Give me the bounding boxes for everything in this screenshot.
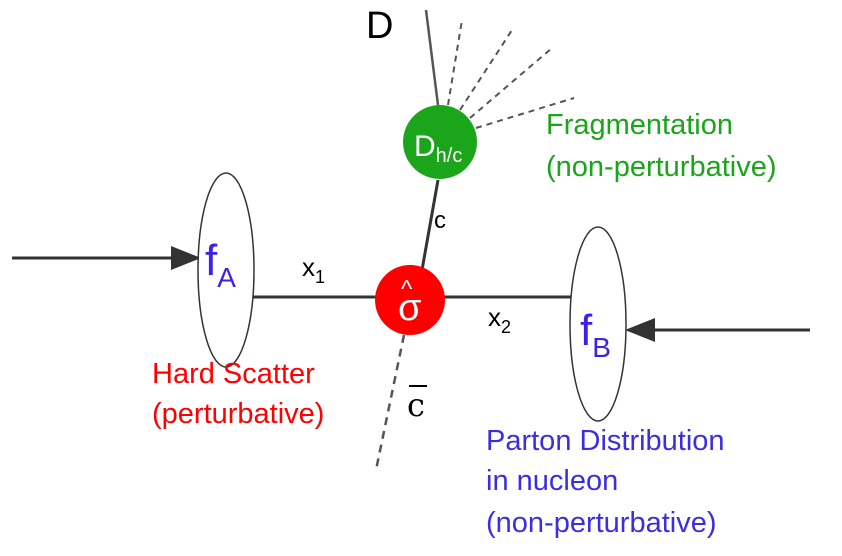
parton-caption-line3: (non-perturbative): [486, 507, 717, 539]
svg-text:c: c: [407, 386, 425, 424]
fragmentation-caption-line2: (non-perturbative): [546, 151, 777, 183]
fa-label: fA: [205, 236, 236, 293]
svg-text:σ: σ: [398, 287, 421, 329]
fb-label: fB: [580, 306, 611, 363]
x2-label: x2: [488, 302, 511, 337]
anticharm-label: c: [407, 385, 427, 424]
fragmentation-node: [403, 105, 477, 179]
hard-scatter-node: [375, 265, 445, 335]
svg-text:^: ^: [401, 276, 413, 303]
charm-quark-line: [420, 179, 440, 271]
pdf-b-ellipse: [569, 226, 627, 422]
hard-scatter-caption-line1: Hard Scatter: [152, 358, 315, 390]
pdf-a-ellipse: [197, 172, 255, 368]
fragmentation-caption-line1: Fragmentation: [546, 109, 733, 141]
anticharm-quark-line: [374, 334, 406, 471]
fragmentation-node-label: Dh/c: [414, 130, 462, 167]
sigma-hat-label: σ ^: [398, 276, 421, 329]
fragmentation-spray: [447, 19, 575, 129]
charm-quark-label: c: [434, 207, 446, 234]
parton-caption-line2: in nucleon: [486, 465, 618, 497]
x1-label: x1: [302, 252, 325, 287]
parton-caption-line1: Parton Distribution: [486, 425, 725, 457]
hadron-d-label: D: [366, 5, 393, 47]
hard-scatter-caption-line2: (perturbative): [152, 398, 324, 430]
hadron-d-line: [424, 9, 440, 106]
